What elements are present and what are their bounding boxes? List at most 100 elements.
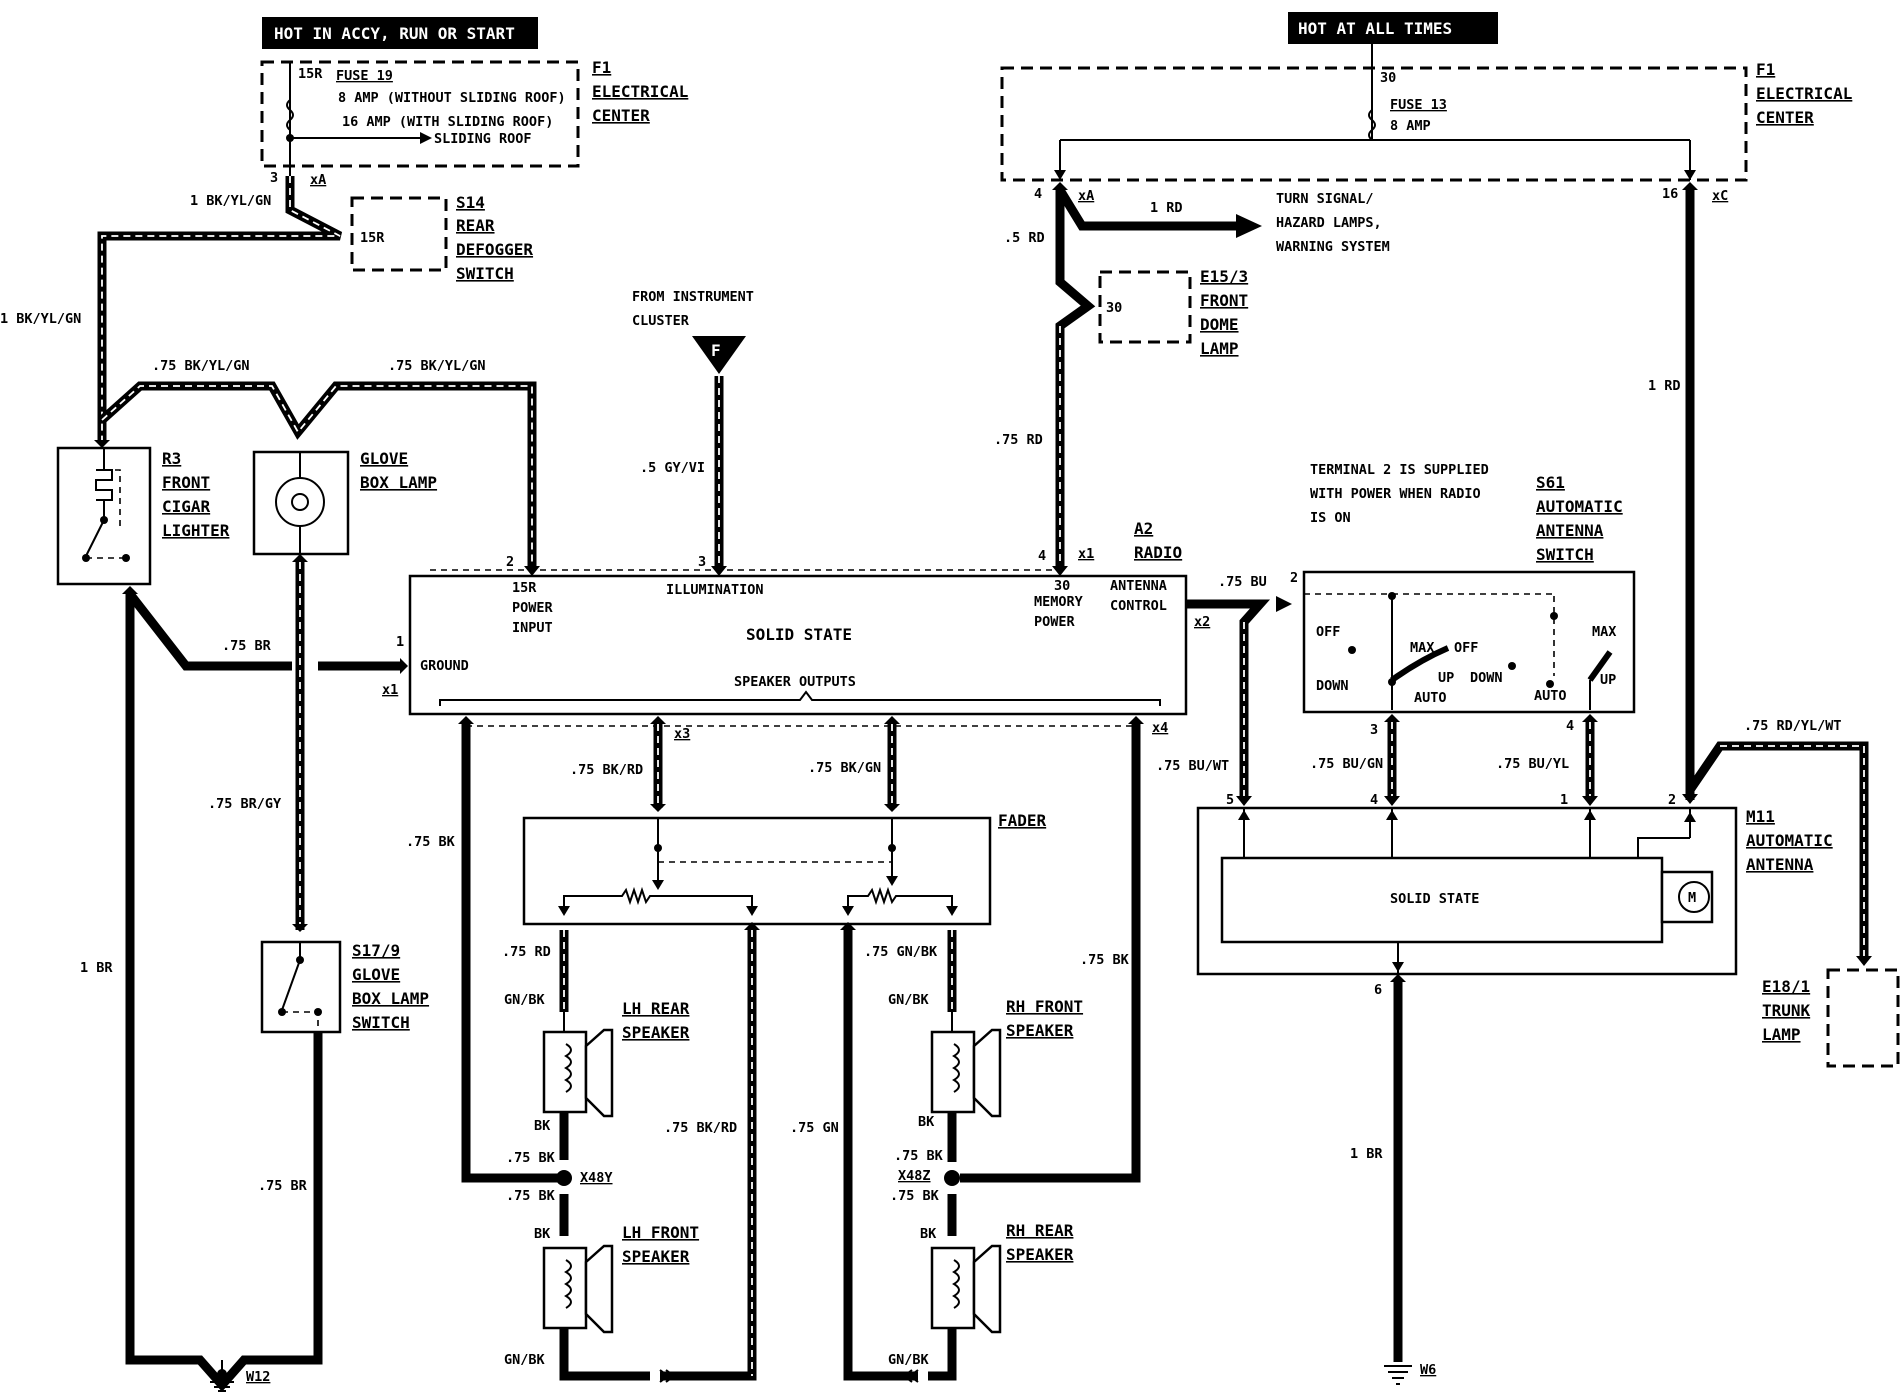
s17-ref: S17/9: [352, 941, 400, 960]
lh-front-gn-bk: GN/BK: [504, 1352, 546, 1368]
glove-box-lamp: GLOVE BOX LAMP: [252, 449, 437, 556]
s61-switch: 2 OFF DOWN MAX UP AUTO OFF DOWN AUTO MAX…: [1290, 570, 1636, 738]
a2-pin3: 3: [698, 554, 706, 570]
rh-front-gn-bk: GN/BK: [888, 992, 930, 1008]
f1-left-ref: F1: [592, 58, 611, 77]
f1-left-line2: CENTER: [592, 106, 650, 125]
rh-rear-line1: RH REAR: [1006, 1221, 1074, 1240]
glove-lamp-line2: BOX LAMP: [360, 473, 437, 492]
f1-left-fuse: FUSE 19: [336, 68, 393, 84]
f1-left-pin: 3: [270, 170, 278, 186]
m11-pin2: 2: [1668, 792, 1676, 808]
ground-w12-label: W12: [246, 1369, 270, 1385]
r3-line3: LIGHTER: [162, 521, 230, 540]
wire-label-75-rd: .75 RD: [994, 432, 1043, 448]
wire-label-75-bk-yl-gn-a: .75 BK/YL/GN: [152, 358, 250, 374]
x48y-connector: [556, 1170, 572, 1186]
a2-15r: 15R: [512, 580, 537, 596]
s14-line3: SWITCH: [456, 264, 514, 283]
s17-line2: BOX LAMP: [352, 989, 429, 1008]
s61-down1: DOWN: [1316, 678, 1349, 694]
banner-hot-accy: HOT IN ACCY, RUN OR START: [262, 17, 538, 49]
a2-radio: A2 RADIO SOLID STATE 15R POWER INPUT ILL…: [382, 519, 1210, 742]
wire-label-75-rd-yl-wt: .75 RD/YL/WT: [1744, 718, 1842, 734]
s14-ref: S14: [456, 193, 485, 212]
instrument-line2: CLUSTER: [632, 313, 690, 329]
a2-power: POWER: [512, 600, 554, 616]
f1-right-amp: 8 AMP: [1390, 118, 1431, 134]
f1-right-conn-left: xA: [1078, 188, 1094, 204]
x48z-connector: [944, 1170, 960, 1186]
wire-label-75-bk-rd: .75 BK/RD: [570, 762, 643, 778]
a2-pin2: 2: [506, 554, 514, 570]
lh-front-speaker: BK GN/BK LH FRONT SPEAKER: [504, 1223, 699, 1368]
wire-1-rd-turn-signal: [1056, 187, 1262, 238]
s61-pin4: 4: [1566, 718, 1574, 734]
wire-label-75-bk-yl-gn-b: .75 BK/YL/GN: [388, 358, 486, 374]
a2-ref: A2: [1134, 519, 1153, 538]
wire-1-rd-antenna: [1682, 182, 1698, 804]
a2-x4: x4: [1152, 720, 1168, 736]
x48z-label: X48Z: [898, 1168, 931, 1184]
lh-rear-line2: SPEAKER: [622, 1023, 690, 1042]
wire-label-75-br-a: .75 BR: [222, 638, 272, 654]
rh-front-speaker: GN/BK BK RH FRONT SPEAKER: [888, 992, 1083, 1130]
m11-line1: AUTOMATIC: [1746, 831, 1833, 850]
wire-lh-front-return: [559, 1328, 650, 1381]
m11-automatic-antenna: SOLID STATE M M11 AUTOMATIC ANTENNA 5 4 …: [1196, 792, 1833, 998]
s61-line3: SWITCH: [1536, 545, 1594, 564]
s61-max1: MAX: [1410, 640, 1434, 656]
wire-label-5-rd: .5 RD: [1004, 230, 1045, 246]
s61-ref: S61: [1536, 473, 1565, 492]
a2-mpower: POWER: [1034, 614, 1076, 630]
a2-illumination: ILLUMINATION: [666, 582, 764, 598]
rh-front-line1: RH FRONT: [1006, 997, 1083, 1016]
wire-1-br-w6: [1390, 974, 1406, 1362]
wire-label-75-bu: .75 BU: [1218, 574, 1267, 590]
s61-note: TERMINAL 2 IS SUPPLIED WITH POWER WHEN R…: [1310, 462, 1489, 526]
s61-auto2: AUTO: [1534, 688, 1567, 704]
lh-front-bk: BK: [534, 1226, 551, 1242]
ground-w6-symbol: W6: [1384, 1362, 1436, 1385]
s61-line1: AUTOMATIC: [1536, 497, 1623, 516]
r3-ref: R3: [162, 449, 181, 468]
f1-right-pin-right: 16: [1662, 186, 1678, 202]
a2-solid-state: SOLID STATE: [746, 625, 852, 644]
wire-label-1-br-b: 1 BR: [1350, 1146, 1383, 1162]
s61-off1: OFF: [1316, 624, 1340, 640]
a2-control: CONTROL: [1110, 598, 1167, 614]
f1-right-ref: F1: [1756, 60, 1775, 79]
f1-right-pin-left: 4: [1034, 186, 1042, 202]
turn-signal-line2: HAZARD LAMPS,: [1276, 215, 1382, 231]
wire-75-br-gy: [292, 554, 308, 932]
f1-right-electrical-center: 30 FUSE 13 8 AMP F1 ELECTRICAL CENTER 4 …: [1000, 44, 1852, 204]
banner-hot-always: HOT AT ALL TIMES: [1288, 12, 1498, 44]
e15-front-dome-lamp: 30 E15/3 FRONT DOME LAMP: [1098, 267, 1248, 358]
wire-75-bk-right: [960, 716, 1144, 1183]
e18-trunk-lamp: E18/1 TRUNK LAMP: [1762, 968, 1900, 1068]
a2-x3: x3: [674, 726, 690, 742]
m11-ref: M11: [1746, 807, 1775, 826]
r3-front-cigar-lighter: R3 FRONT CIGAR LIGHTER: [56, 446, 230, 586]
wire-rd-radio-memory: [1052, 182, 1096, 570]
wire-75-bk-rd-fader: [650, 716, 666, 812]
from-instrument-cluster: FROM INSTRUMENT CLUSTER F: [632, 289, 754, 374]
wire-label-1-rd-b: 1 RD: [1648, 378, 1681, 394]
x48y-label: X48Y: [580, 1170, 613, 1186]
s17-line3: SWITCH: [352, 1013, 410, 1032]
wire-75-br-ground: [126, 591, 408, 674]
a2-ground: GROUND: [420, 658, 469, 674]
a2-x1-top: x1: [1078, 546, 1094, 562]
f1-left-amp2: 16 AMP (WITH SLIDING ROOF): [342, 114, 553, 130]
s61-down2: DOWN: [1470, 670, 1503, 686]
e18-line2: LAMP: [1762, 1025, 1801, 1044]
s61-up2: UP: [1600, 672, 1616, 688]
a2-x1-ground: x1: [382, 682, 398, 698]
s17-glove-box-lamp-switch: S17/9 GLOVE BOX LAMP SWITCH: [260, 940, 429, 1034]
a2-name: RADIO: [1134, 543, 1182, 562]
f1-left-line1: ELECTRICAL: [592, 82, 688, 101]
lh-rear-line1: LH REAR: [622, 999, 690, 1018]
wire-label-75-gn: .75 GN: [790, 1120, 839, 1136]
f1-right-conn-right: xC: [1712, 188, 1728, 204]
